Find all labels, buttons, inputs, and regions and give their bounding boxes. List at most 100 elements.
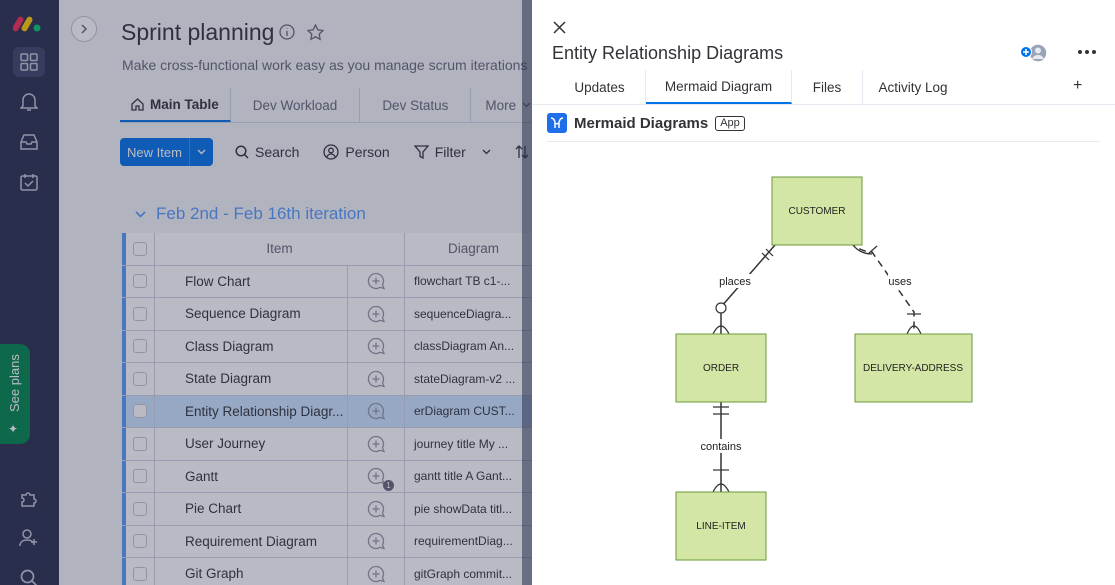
entity-order[interactable]: ORDER — [675, 333, 767, 403]
chevron-down-icon[interactable] — [135, 210, 146, 218]
item-name-cell[interactable]: Flow Chart — [185, 273, 251, 289]
row-checkbox[interactable] — [133, 339, 147, 354]
filter-button[interactable]: Filter — [413, 144, 491, 160]
add-update-button[interactable] — [347, 363, 405, 395]
select-all-checkbox[interactable] — [133, 241, 147, 256]
table-row[interactable]: User Journey journey title My ... — [122, 428, 532, 461]
column-header-item[interactable]: Item — [155, 233, 405, 265]
more-options-button[interactable] — [1076, 44, 1098, 60]
row-checkbox[interactable] — [133, 274, 147, 289]
collapse-sidebar-button[interactable] — [71, 16, 97, 42]
diagram-code-cell[interactable]: requirementDiag... — [414, 534, 513, 549]
diagram-code-cell[interactable]: gitGraph commit... — [414, 566, 513, 581]
diagram-code-cell[interactable]: gantt title A Gant... — [414, 469, 513, 484]
notifications-bell-icon[interactable] — [15, 88, 43, 116]
apps-puzzle-icon[interactable] — [15, 484, 43, 512]
monday-logo-icon[interactable] — [12, 12, 43, 34]
tab-mermaid-diagram[interactable]: Mermaid Diagram — [646, 70, 792, 104]
table-row[interactable]: Requirement Diagram requirementDiag... — [122, 525, 532, 558]
chevron-down-icon[interactable] — [482, 149, 491, 155]
group-title[interactable]: Feb 2nd - Feb 16th iteration — [135, 204, 366, 224]
add-update-button[interactable] — [347, 395, 405, 427]
table-row[interactable]: Sequence Diagram sequenceDiagra... — [122, 298, 532, 331]
new-item-button[interactable]: New Item — [120, 138, 213, 166]
row-checkbox[interactable] — [133, 566, 147, 581]
item-name-cell[interactable]: Pie Chart — [185, 501, 242, 517]
invite-members-icon[interactable] — [15, 524, 43, 552]
item-name-cell[interactable]: Sequence Diagram — [185, 306, 301, 322]
row-checkbox[interactable] — [133, 436, 147, 451]
view-dev-workload[interactable]: Dev Workload — [231, 88, 361, 122]
tab-activity-log[interactable]: Activity Log — [863, 70, 963, 104]
person-filter-button[interactable]: Person — [323, 144, 390, 160]
table-row[interactable]: Git Graph gitGraph commit... — [122, 558, 532, 585]
column-header-diagram[interactable]: Diagram — [447, 241, 499, 257]
view-dev-status[interactable]: Dev Status — [360, 88, 472, 122]
search-button[interactable]: Search — [235, 144, 299, 160]
tab-files[interactable]: Files — [792, 70, 863, 104]
app-badge: App — [715, 115, 745, 131]
add-update-icon — [367, 435, 385, 453]
diagram-code-cell[interactable]: pie showData titl... — [414, 501, 513, 516]
panel-title[interactable]: Entity Relationship Diagrams — [552, 43, 784, 63]
row-checkbox[interactable] — [133, 501, 147, 516]
board-area: Sprint planning Make cross-functional wo… — [59, 0, 532, 585]
diagram-code-cell[interactable]: erDiagram CUST... — [405, 395, 532, 427]
my-work-calendar-icon[interactable] — [15, 168, 43, 196]
new-item-dropdown[interactable] — [189, 138, 213, 166]
board-title[interactable]: Sprint planning — [121, 19, 275, 45]
item-name-cell[interactable]: Requirement Diagram — [185, 533, 318, 549]
diagram-code-cell[interactable]: journey title My ... — [414, 436, 509, 451]
close-panel-button[interactable] — [550, 18, 568, 36]
er-diagram: places uses contains CUSTOMER ORDER — [675, 176, 973, 561]
add-update-button[interactable] — [347, 298, 405, 330]
item-name-cell[interactable]: Class Diagram — [185, 338, 274, 354]
info-icon[interactable] — [279, 24, 295, 40]
table-row[interactable]: Pie Chart pie showData titl... — [122, 493, 532, 526]
see-plans-button[interactable]: See plans ✦ — [0, 344, 30, 444]
view-main-table[interactable]: Main Table — [120, 88, 231, 122]
entity-customer[interactable]: CUSTOMER — [771, 176, 863, 246]
item-name-cell[interactable]: State Diagram — [185, 371, 272, 387]
add-update-button[interactable] — [347, 558, 405, 585]
row-checkbox[interactable] — [133, 306, 147, 321]
diagram-code-cell[interactable]: flowchart TB c1-... — [414, 274, 511, 289]
row-checkbox[interactable] — [133, 534, 147, 549]
group-color-strip — [122, 395, 126, 427]
add-update-button[interactable] — [347, 428, 405, 460]
item-name-cell[interactable]: Entity Relationship Diagr... — [155, 395, 347, 427]
tab-updates[interactable]: Updates — [554, 70, 646, 104]
diagram-code-cell[interactable]: sequenceDiagra... — [414, 306, 512, 321]
add-update-button[interactable] — [347, 330, 405, 362]
sort-button[interactable]: S — [515, 144, 532, 160]
row-checkbox[interactable] — [133, 469, 147, 484]
item-name-cell[interactable]: User Journey — [185, 436, 266, 452]
row-checkbox[interactable] — [133, 371, 147, 386]
filter-icon — [413, 145, 429, 159]
table-row[interactable]: Class Diagram classDiagram An... — [122, 330, 532, 363]
row-checkbox[interactable] — [133, 404, 147, 419]
item-name-cell[interactable]: Gantt — [185, 468, 219, 484]
subscribers-avatars[interactable] — [1019, 43, 1049, 63]
favorite-star-icon[interactable] — [307, 24, 324, 41]
group-color-strip — [122, 330, 126, 362]
diagram-code-cell[interactable]: stateDiagram-v2 ... — [414, 371, 516, 386]
add-update-button[interactable]: 1 — [347, 460, 405, 492]
table-row[interactable]: State Diagram stateDiagram-v2 ... — [122, 363, 532, 396]
left-rail: See plans ✦ — [0, 0, 59, 585]
item-name-cell[interactable]: Git Graph — [185, 566, 244, 582]
diagram-code-cell[interactable]: classDiagram An... — [414, 339, 515, 354]
table-row[interactable]: Gantt 1 gantt title A Gant... — [122, 460, 532, 493]
search-icon — [235, 145, 249, 159]
search-rail-icon[interactable] — [15, 564, 43, 585]
add-update-button[interactable] — [347, 493, 405, 525]
entity-delivery-address[interactable]: DELIVERY-ADDRESS — [854, 333, 973, 403]
add-update-button[interactable] — [347, 265, 405, 297]
table-row[interactable]: Entity Relationship Diagr... erDiagram CU… — [122, 395, 532, 428]
inbox-icon[interactable] — [15, 128, 43, 156]
add-update-button[interactable] — [347, 525, 405, 557]
entity-line-item[interactable]: LINE-ITEM — [675, 491, 767, 561]
table-row[interactable]: Flow Chart flowchart TB c1-... — [122, 265, 532, 298]
workspace-grid-icon[interactable] — [13, 47, 45, 77]
add-tab-button[interactable]: + — [1073, 77, 1083, 94]
